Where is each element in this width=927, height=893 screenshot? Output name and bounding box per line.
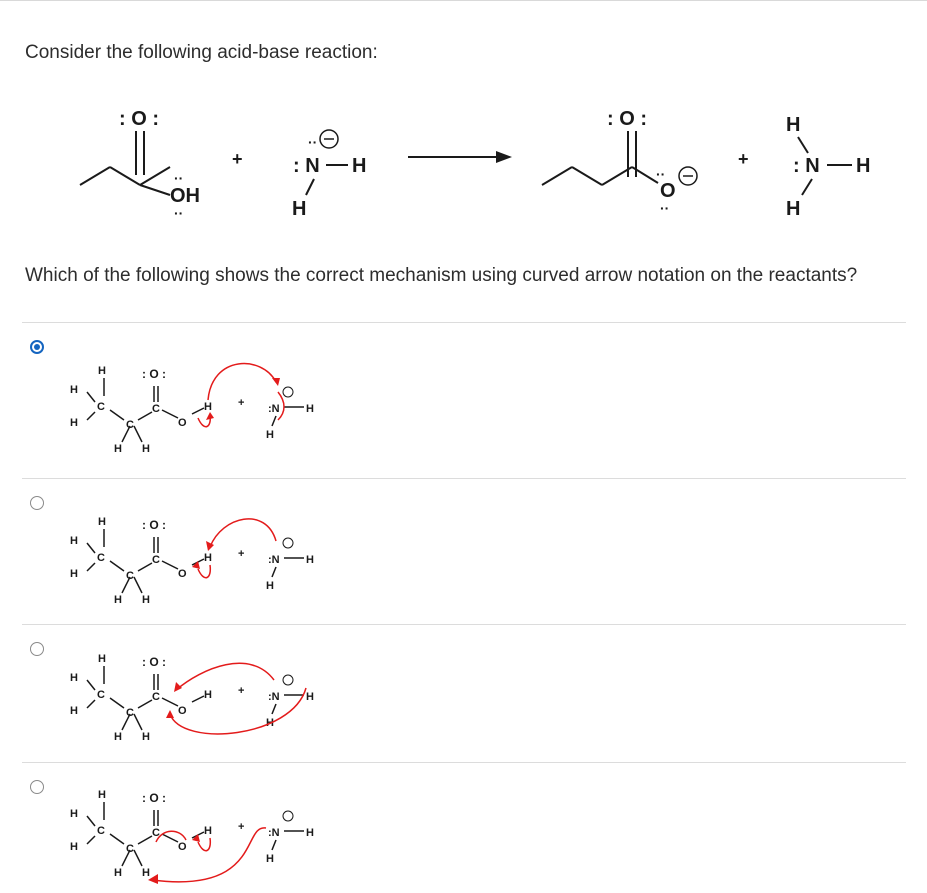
amide-n: : N [293, 155, 320, 177]
svg-text:: O :: : O : [142, 791, 166, 805]
separator [22, 624, 906, 625]
svg-text:H: H [204, 401, 212, 413]
product-o-dots: ·· [656, 166, 665, 182]
svg-text:O: O [178, 705, 187, 717]
svg-text::N: :N [268, 554, 280, 566]
reactant-carbonyl-o: : O : [119, 108, 159, 130]
svg-text:: O :: : O : [142, 367, 166, 381]
svg-text:H: H [70, 705, 78, 717]
svg-text:H: H [204, 689, 212, 701]
radio-option-d[interactable] [30, 780, 44, 794]
svg-text:C: C [97, 401, 105, 413]
svg-text:H: H [114, 594, 122, 606]
svg-text:H: H [204, 825, 212, 837]
svg-text:: O :: : O : [142, 655, 166, 669]
radio-option-b[interactable] [30, 496, 44, 510]
svg-text:H: H [142, 443, 150, 455]
svg-text:C: C [152, 827, 160, 839]
svg-text:H: H [204, 552, 212, 564]
option-c[interactable]: H H C H C H H : O : C O H + :N H H [22, 632, 906, 762]
svg-text:H: H [266, 580, 274, 592]
ammonia-n: : N [793, 155, 820, 177]
svg-text:H: H [114, 867, 122, 879]
svg-text:H: H [266, 853, 274, 865]
option-a[interactable]: H H C H C H H : O : C O H + :N H H [22, 330, 906, 478]
svg-text:+: + [238, 548, 244, 560]
svg-text:H: H [114, 731, 122, 743]
plus-sign-2: + [738, 149, 749, 169]
reactant-oh-dots-top: ·· [174, 170, 183, 186]
separator [22, 762, 906, 763]
amide-h-bottom: H [292, 198, 306, 220]
option-a-structure: H H C H C H H : O : C O H + :N H H [70, 362, 314, 455]
svg-text:C: C [126, 419, 134, 431]
svg-text:+: + [238, 397, 244, 409]
question-sub-prompt: Which of the following shows the correct… [25, 265, 858, 286]
product-carbonyl-o: : O : [607, 108, 647, 130]
svg-text:H: H [98, 365, 106, 377]
option-b-structure: H H C H C H H : O : C O H + :N H H [70, 516, 314, 606]
svg-text:O: O [178, 568, 187, 580]
separator [22, 478, 906, 479]
radio-option-a[interactable] [30, 340, 44, 354]
svg-text:H: H [142, 731, 150, 743]
reactant-acid [79, 131, 171, 196]
svg-text:H: H [70, 841, 78, 853]
svg-text::N: :N [268, 827, 280, 839]
svg-text:C: C [97, 552, 105, 564]
svg-text:H: H [98, 789, 106, 801]
svg-text:H: H [70, 672, 78, 684]
svg-text:C: C [126, 570, 134, 582]
svg-text:H: H [70, 384, 78, 396]
amide-h-right: H [352, 155, 366, 177]
svg-text:C: C [126, 707, 134, 719]
svg-text:C: C [97, 825, 105, 837]
svg-text::N: :N [268, 403, 280, 415]
svg-text:H: H [70, 535, 78, 547]
svg-text:H: H [98, 653, 106, 665]
option-b[interactable]: H H C H C H H : O : C O H + :N H H [22, 486, 906, 624]
ammonia-h-right: H [856, 155, 870, 177]
svg-text:C: C [152, 403, 160, 415]
svg-text:H: H [70, 808, 78, 820]
question-prompt: Consider the following acid-base reactio… [25, 42, 378, 63]
svg-text:H: H [266, 429, 274, 441]
ammonia-h-bottom: H [786, 198, 800, 220]
svg-text:H: H [70, 568, 78, 580]
svg-text:+: + [238, 821, 244, 833]
svg-text:C: C [126, 843, 134, 855]
svg-text:H: H [306, 827, 314, 839]
svg-text:+: + [238, 685, 244, 697]
svg-text:H: H [98, 516, 106, 528]
svg-text:H: H [70, 417, 78, 429]
svg-text:C: C [152, 554, 160, 566]
svg-text:H: H [306, 554, 314, 566]
option-d-structure: H H C H C H H : O : C O H + :N H H [70, 789, 314, 884]
svg-text:H: H [142, 867, 150, 879]
svg-text:: O :: : O : [142, 518, 166, 532]
svg-text:O: O [178, 417, 187, 429]
ammonia-h-top: H [786, 114, 800, 136]
svg-text:H: H [114, 443, 122, 455]
top-rule [0, 0, 927, 1]
svg-text:C: C [152, 691, 160, 703]
option-c-structure: H H C H C H H : O : C O H + :N H H [70, 653, 314, 743]
svg-text:H: H [142, 594, 150, 606]
product-o: O [660, 180, 676, 202]
reactant-oh: OH [170, 185, 200, 207]
reactant-oh-dots-bottom: ·· [174, 205, 183, 221]
option-d[interactable]: H H C H C H H : O : C O H + :N H H [22, 770, 906, 893]
svg-text:O: O [178, 841, 187, 853]
svg-text:H: H [306, 403, 314, 415]
amide-dots-top: ·· [308, 134, 317, 150]
reaction-scheme: : O : ·· OH ·· + ·· : N H H : O : ·· O ·… [79, 108, 870, 221]
svg-text:H: H [306, 691, 314, 703]
svg-text::N: :N [268, 691, 280, 703]
product-o-dots-bottom: ·· [660, 200, 669, 216]
svg-text:C: C [97, 689, 105, 701]
radio-option-c[interactable] [30, 642, 44, 656]
plus-sign-1: + [232, 149, 243, 169]
separator [22, 322, 906, 323]
